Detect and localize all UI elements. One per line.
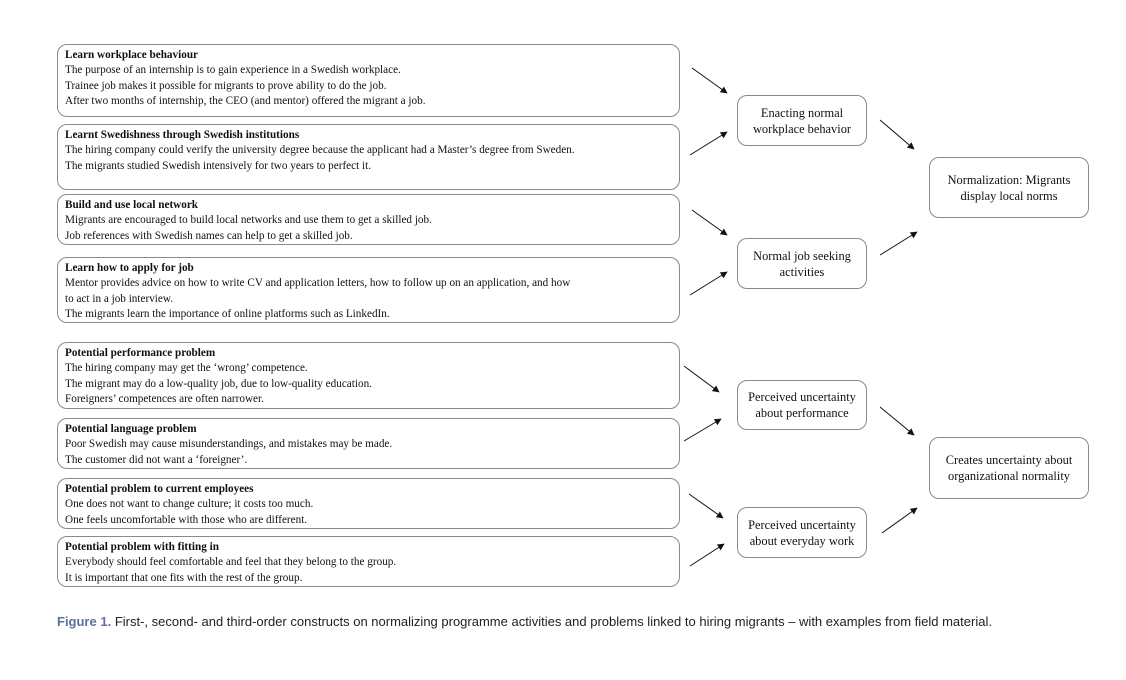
construct-example: After two months of internship, the CEO … — [65, 95, 426, 108]
arrow — [881, 507, 918, 534]
second-order-label: Perceived uncertainty about everyday wor… — [748, 517, 856, 548]
second-order-label: Normal job seeking activities — [753, 248, 851, 279]
construct-box-language-problem: Potential language problem Poor Swedish … — [57, 418, 680, 469]
construct-example: Job references with Swedish names can he… — [65, 229, 353, 242]
construct-box-swedishness: Learnt Swedishness through Swedish insti… — [57, 124, 680, 190]
construct-example: Foreigners’ competences are often narrow… — [65, 393, 264, 406]
construct-title: Potential problem with fitting in — [65, 541, 219, 553]
arrow — [683, 418, 722, 442]
arrow — [691, 209, 728, 236]
construct-example: The hiring company may get the ‘wrong’ c… — [65, 362, 308, 375]
figure-caption-text: First-, second- and third-order construc… — [114, 614, 992, 629]
second-order-uncertainty-performance: Perceived uncertainty about performance — [737, 380, 867, 430]
third-order-label: Creates uncertainty about organizational… — [945, 453, 1073, 483]
construct-title: Learn workplace behaviour — [65, 49, 199, 61]
arrow — [879, 119, 915, 150]
construct-example: The purpose of an internship is to gain … — [65, 64, 401, 77]
construct-example: The customer did not want a ‘foreigner’. — [65, 453, 248, 466]
construct-title: Potential language problem — [65, 423, 197, 435]
construct-title: Potential problem to current employees — [65, 483, 254, 495]
figure-caption: Figure 1. First-, second- and third-orde… — [57, 612, 1117, 631]
construct-example: Mentor provides advice on how to write C… — [65, 277, 571, 290]
construct-example: One feels uncomfortable with those who a… — [65, 513, 308, 526]
construct-title: Learnt Swedishness through Swedish insti… — [65, 129, 300, 141]
construct-example: The migrants learn the importance of onl… — [65, 308, 390, 321]
figure-label: Figure 1. — [57, 614, 112, 629]
arrow — [688, 493, 724, 519]
construct-title: Build and use local network — [65, 199, 199, 211]
construct-title: Potential performance problem — [65, 347, 216, 359]
second-order-label: Enacting normal workplace behavior — [752, 105, 852, 136]
arrow — [879, 406, 915, 436]
construct-example: The hiring company could verify the univ… — [65, 144, 575, 157]
construct-box-apply-for-job: Learn how to apply for job Mentor provid… — [57, 257, 680, 323]
third-order-label: Normalization: Migrants display local no… — [947, 172, 1071, 203]
construct-box-workplace-behaviour: Learn workplace behaviour The purpose of… — [57, 44, 680, 117]
second-order-label: Perceived uncertainty about performance — [748, 390, 856, 420]
arrow — [689, 131, 728, 156]
construct-box-local-network: Build and use local network Migrants are… — [57, 194, 680, 245]
third-order-normalization: Normalization: Migrants display local no… — [929, 157, 1089, 218]
construct-box-current-employees: Potential problem to current employees O… — [57, 478, 680, 529]
construct-example: Trainee job makes it possible for migran… — [65, 79, 387, 92]
second-order-normal-workplace-behavior: Enacting normal workplace behavior — [737, 95, 867, 146]
construct-example: Poor Swedish may cause misunderstandings… — [65, 438, 393, 451]
construct-example: The migrants studied Swedish intensively… — [65, 159, 372, 172]
arrow — [683, 365, 720, 393]
construct-example: It is important that one fits with the r… — [65, 571, 303, 584]
construct-box-performance-problem: Potential performance problem The hiring… — [57, 342, 680, 409]
arrow — [691, 67, 728, 94]
second-order-uncertainty-everyday-work: Perceived uncertainty about everyday wor… — [737, 507, 867, 558]
construct-example: Migrants are encouraged to build local n… — [65, 214, 432, 227]
third-order-organizational-uncertainty: Creates uncertainty about organizational… — [929, 437, 1089, 499]
construct-example: to act in a job interview. — [65, 292, 174, 305]
arrow — [689, 271, 728, 296]
construct-box-fitting-in: Potential problem with fitting in Everyb… — [57, 536, 680, 587]
arrow — [689, 543, 725, 567]
arrow — [879, 231, 918, 256]
second-order-normal-job-seeking: Normal job seeking activities — [737, 238, 867, 289]
construct-example: The migrant may do a low-quality job, du… — [65, 377, 372, 390]
construct-title: Learn how to apply for job — [65, 262, 194, 274]
construct-example: One does not want to change culture; it … — [65, 498, 314, 511]
construct-example: Everybody should feel comfortable and fe… — [65, 556, 397, 569]
